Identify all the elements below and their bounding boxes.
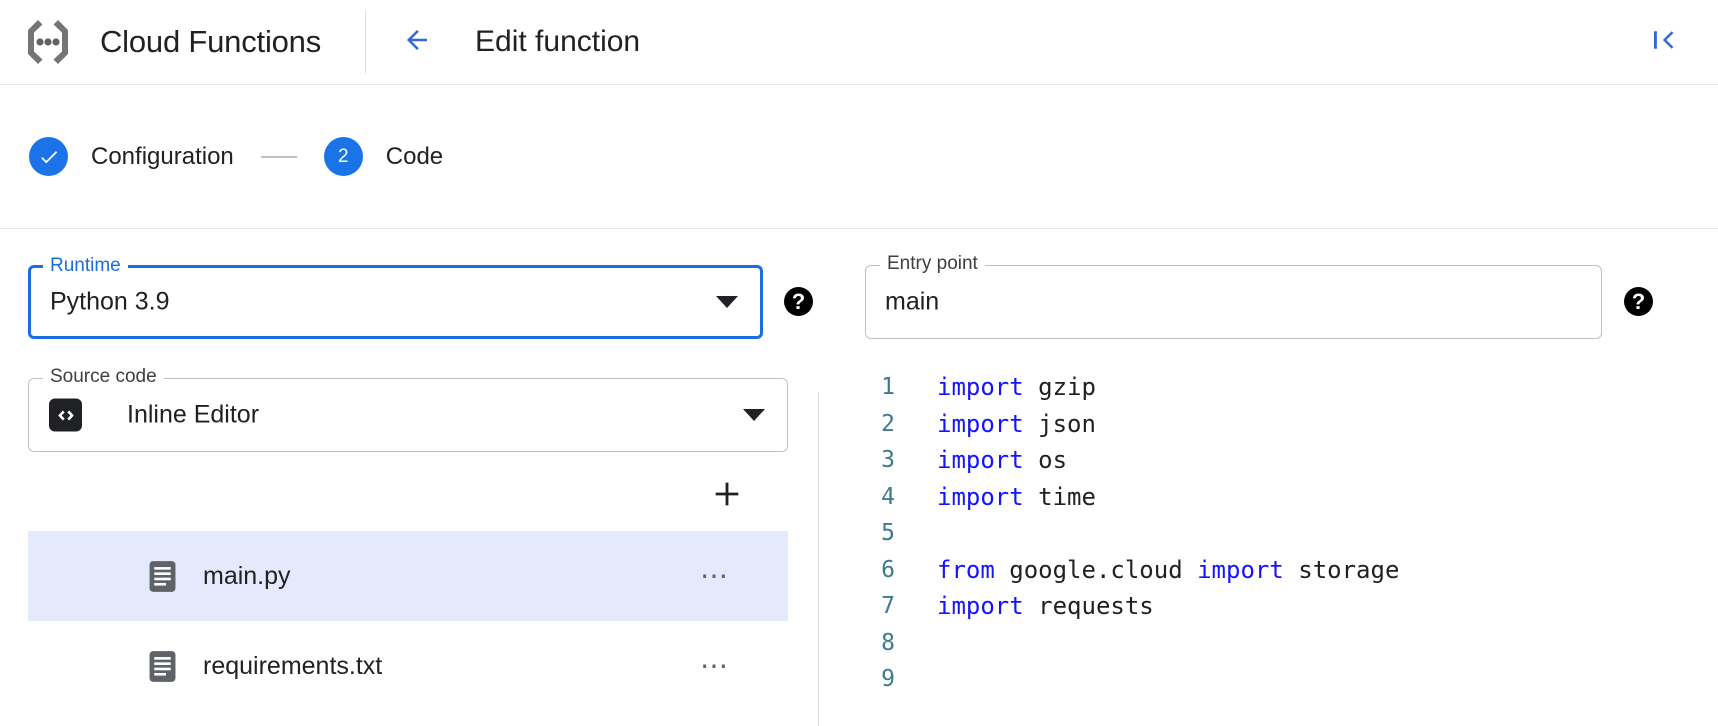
line-number: 4 [881, 483, 895, 510]
file-list-item-main-py[interactable]: main.py ⋯ [28, 531, 788, 621]
line-number: 1 [881, 374, 895, 401]
code-text: from google.cloud import storage [937, 556, 1399, 584]
runtime-select[interactable]: Runtime Python 3.9 [28, 255, 763, 339]
header-divider [365, 11, 367, 73]
step-marker-2: 2 [323, 137, 363, 176]
plus-icon [710, 477, 744, 516]
product-name: Cloud Functions [100, 24, 322, 59]
code-text: import os [937, 446, 1067, 474]
code-line: 4 import time [819, 479, 1718, 516]
code-line: 8 [819, 625, 1718, 662]
page-title: Edit function [475, 25, 641, 58]
file-name: main.py [203, 561, 291, 590]
file-list: main.py ⋯ requirements.txt ⋯ [28, 531, 788, 711]
collapse-panel-button[interactable] [1644, 22, 1684, 62]
entry-point-value: main [885, 287, 940, 316]
step-marker-complete [29, 137, 68, 176]
file-name: requirements.txt [203, 651, 383, 680]
code-editor[interactable]: 1 import gzip 2 import json 3 import os 4 impor… [819, 359, 1718, 726]
code-keyword: import [937, 446, 1024, 475]
line-number: 7 [881, 593, 895, 620]
code-identifier: storage [1283, 555, 1400, 584]
form-row: Runtime Python 3.9 ? Entry point main ? [0, 229, 1718, 359]
code-identifier: gzip [1023, 373, 1096, 402]
file-list-item-requirements-txt[interactable]: requirements.txt ⋯ [28, 621, 788, 711]
arrow-left-icon [402, 25, 432, 60]
file-icon [148, 560, 177, 593]
entry-point-help-icon[interactable]: ? [1624, 287, 1653, 316]
add-file-button[interactable] [700, 469, 754, 523]
code-keyword: import [937, 373, 1024, 402]
code-lines: 1 import gzip 2 import json 3 import os 4 impor… [819, 369, 1718, 698]
source-code-label: Source code [43, 366, 164, 388]
entry-point-label: Entry point [880, 253, 985, 275]
step-separator [260, 155, 297, 158]
file-icon [148, 650, 177, 683]
code-text: import gzip [937, 373, 1096, 401]
runtime-label: Runtime [43, 255, 128, 277]
code-brackets-icon [49, 398, 82, 432]
step-configuration[interactable]: Configuration [29, 137, 234, 176]
code-line: 7 import requests [819, 588, 1718, 625]
code-line: 6 from google.cloud import storage [819, 552, 1718, 589]
step-label-code: Code [385, 142, 444, 170]
code-text: import requests [937, 592, 1154, 620]
step-code[interactable]: 2 Code [323, 137, 444, 176]
code-text: import time [937, 483, 1096, 511]
source-code-select[interactable]: Source code Inline Editor [28, 366, 788, 452]
line-number: 3 [881, 447, 895, 474]
code-text: import json [937, 410, 1096, 438]
code-keyword: import [937, 482, 1024, 511]
code-identifier: os [1023, 446, 1068, 475]
product-brand[interactable]: Cloud Functions [0, 0, 321, 84]
code-line: 2 import json [819, 406, 1718, 443]
code-identifier: google.cloud [994, 555, 1198, 584]
line-number: 9 [881, 666, 895, 693]
back-button[interactable] [395, 20, 439, 64]
code-line: 3 import os [819, 442, 1718, 479]
collapse-panel-icon [1649, 25, 1679, 60]
line-number: 8 [881, 629, 895, 656]
wizard-stepper: Configuration 2 Code [0, 85, 1718, 229]
panel-divider [818, 392, 819, 726]
step-label-configuration: Configuration [91, 142, 234, 170]
code-identifier: requests [1023, 592, 1154, 621]
code-line: 5 [819, 515, 1718, 552]
runtime-value: Python 3.9 [50, 287, 170, 316]
code-line: 1 import gzip [819, 369, 1718, 406]
code-keyword: import [1197, 555, 1284, 584]
line-number: 6 [881, 556, 895, 583]
code-identifier: time [1023, 482, 1096, 511]
chevron-down-icon[interactable] [743, 409, 765, 421]
app-header: Cloud Functions Edit function [0, 0, 1718, 85]
file-overflow-menu-icon[interactable]: ⋯ [700, 650, 730, 681]
cloud-functions-logo [22, 16, 74, 68]
line-number: 2 [881, 410, 895, 437]
code-keyword: import [937, 409, 1024, 438]
code-identifier: json [1023, 409, 1096, 438]
runtime-help-icon[interactable]: ? [784, 287, 813, 316]
code-keyword: from [937, 555, 995, 584]
source-code-value: Inline Editor [127, 400, 260, 429]
line-number: 5 [881, 520, 895, 547]
file-overflow-menu-icon[interactable]: ⋯ [700, 560, 730, 591]
code-keyword: import [937, 592, 1024, 621]
code-line: 9 [819, 661, 1718, 698]
entry-point-input[interactable]: Entry point main [865, 253, 1602, 339]
source-code-panel: Source code Inline Editor [0, 359, 818, 726]
chevron-down-icon[interactable] [716, 296, 738, 308]
